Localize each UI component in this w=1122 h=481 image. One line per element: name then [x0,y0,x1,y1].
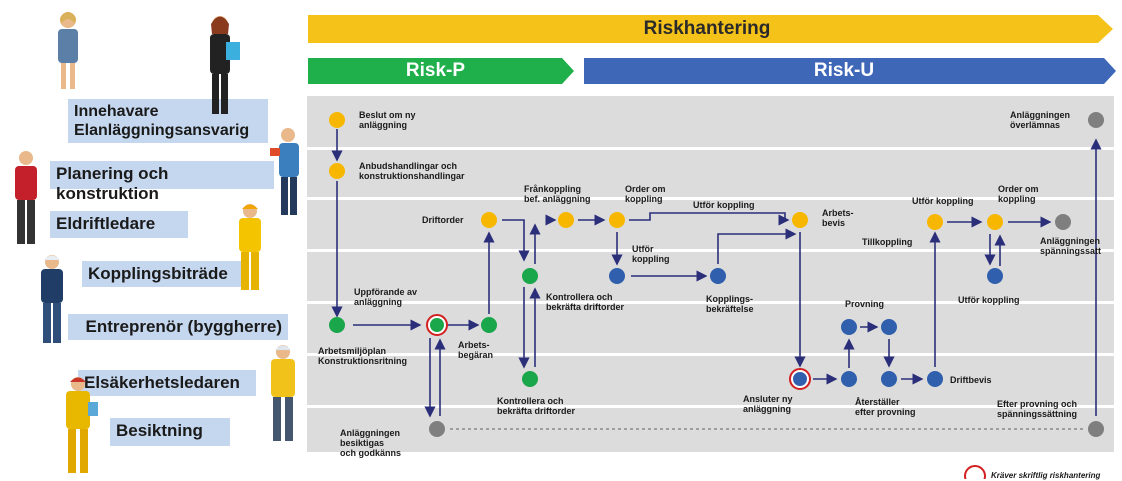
label-provning: Provning [845,299,885,309]
label-arbetsbevis: Arbets- bevis [822,208,854,228]
lane-divider [307,353,1114,356]
person-man-red-sweater-icon [15,151,37,244]
role-innehavare: Innehavare Elanläggningsansvarig [68,99,268,143]
node-arbetsbegaran [481,317,497,333]
node-ansluter [793,372,807,386]
node-kopplingsbekraftelse [710,268,726,284]
node-besiktigas [429,421,445,437]
node-efter-provning [1088,421,1104,437]
label-kopplingsbekraftelse: Kopplings- bekräftelse [706,294,754,314]
label-utfor-koppling-1: Utför koppling [693,200,755,210]
label-utfor-koppling-4: Utför koppling [958,295,1020,305]
label-order-om-koppling-1: Order om koppling [625,184,666,204]
label-arbetsbegaran: Arbets- begäran [458,340,494,360]
person-man-helmet-icon [41,255,63,343]
node-aterstaller [841,371,857,387]
node-beslut [329,112,345,128]
node-order-om-koppling-2 [987,214,1003,230]
node-spanningssatt [1055,214,1071,230]
node-driftbevis-pre [881,371,897,387]
person-engineer-icon [270,128,299,215]
riskhantering-banner [308,15,1113,43]
node-kontrollera-2 [522,371,538,387]
node-anbud [329,163,345,179]
node-kontrollera-1 [522,268,538,284]
lane-divider [307,249,1114,252]
person-woman-suit-icon [58,12,78,89]
process-nodes [329,112,1104,437]
label-efter-provning: Efter provning och spänningssättning [997,399,1078,419]
label-arbetsmiljoplan: Arbetsmiljöplan Konstruktionsritning [318,346,407,366]
label-tillkoppling: Tillkoppling [862,237,913,247]
node-provning-1 [841,319,857,335]
riskhantering-title: Riskhantering [643,18,771,39]
label-anlaggningen-spanningssatt: Anläggningen spänningssatt [1040,236,1102,256]
role-entreprenor: Entreprenör (byggherre) [68,314,288,340]
node-tillkoppling [927,214,943,230]
risk-u-banner [584,58,1116,84]
node-uppforande [329,317,345,333]
node-utfor-koppling [609,268,625,284]
label-aterstaller: Återställer efter provning [855,397,916,417]
label-besiktigas: Anläggningen besiktigas och godkänns [340,428,402,458]
label-utfor-koppling-3: Utför koppling [912,196,974,206]
person-inspector-icon [66,377,98,473]
role-kopplingsbitrade: Kopplingsbiträde [82,261,248,287]
node-provning-2 [881,319,897,335]
node-arbetsbevis [792,212,808,228]
role-besiktning: Besiktning [110,418,230,446]
risk-p-title: Risk-P [405,60,466,81]
node-driftbevis [927,371,943,387]
lane-divider [307,147,1114,150]
role-elsakerhetsledaren: Elsäkerhetsledaren [78,370,256,396]
label-driftbevis: Driftbevis [950,375,992,385]
role-eldriftledare: Eldriftledare [50,211,188,238]
label-kontrollera-2: Kontrollera och bekräfta driftorder [497,396,576,416]
legend-risk-icon [964,465,986,479]
lane-divider [307,405,1114,408]
lane-divider [307,197,1114,200]
risk-p-banner [308,58,574,84]
node-driftorder [481,212,497,228]
flow-arrows [331,129,1102,418]
role-planering: Planering och konstruktion [50,161,274,203]
lane-divider [307,301,1114,304]
node-overlamnas [1088,112,1104,128]
label-frankoppling: Frånkoppling bef. anläggning [524,184,591,204]
label-utfor-koppling-2: Utför koppling [632,244,670,264]
node-risk-green-inner [430,318,444,332]
label-anlaggningen-overlamnas: Anläggningen överlämnas [1010,110,1070,130]
risk-u-title: Risk-U [813,60,875,81]
person-woman-folder-icon [210,16,240,114]
node-utfor-koppling-4 [987,268,1003,284]
label-anbud: Anbudshandlingar och konstruktionshandli… [359,161,465,181]
label-ansluter: Ansluter ny anläggning [743,394,793,414]
person-worker-yellow-icon [239,204,261,290]
node-order-om-koppling [609,212,625,228]
label-kontrollera-1: Kontrollera och bekräfta driftorder [546,292,625,312]
label-uppforande: Uppförande av anläggning [354,287,418,307]
node-frankoppling [558,212,574,228]
label-beslut: Beslut om ny anläggning [359,110,416,130]
legend-text: Kräver skriftlig riskhantering [991,471,1101,480]
person-safety-leader-icon [271,345,295,441]
label-order-om-koppling-2: Order om koppling [998,184,1039,204]
label-driftorder: Driftorder [422,215,464,225]
